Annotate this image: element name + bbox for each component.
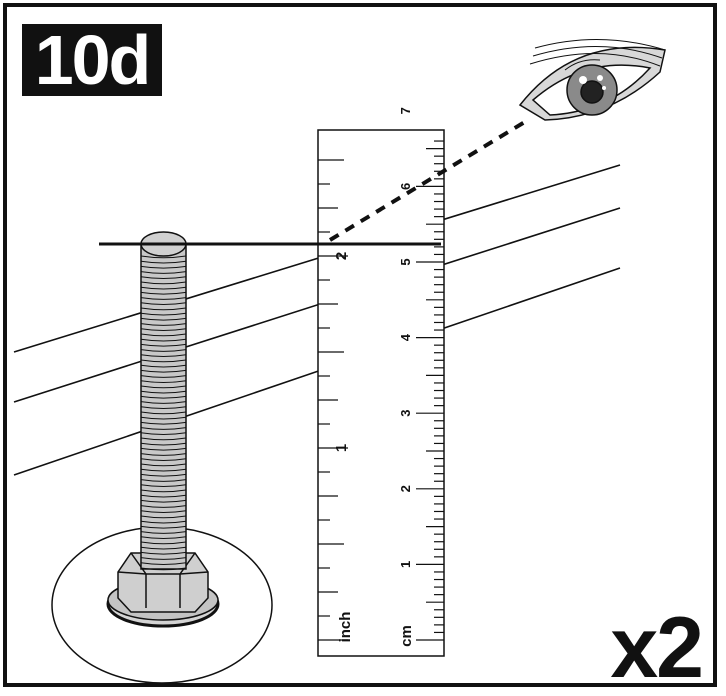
ruler-icon: 1 2 1 2 3 4 5 6 7 inch cm bbox=[317, 107, 445, 657]
bolt-icon bbox=[140, 231, 187, 571]
cm-number: 6 bbox=[398, 183, 413, 190]
eye-icon bbox=[518, 39, 666, 121]
inch-number: 1 bbox=[333, 444, 350, 452]
sight-line bbox=[328, 118, 530, 242]
panel-border bbox=[3, 3, 717, 687]
cm-number: 5 bbox=[398, 258, 413, 265]
cm-number: 3 bbox=[398, 410, 413, 417]
inch-unit-label: inch bbox=[337, 612, 354, 643]
step-label: 10d bbox=[22, 24, 162, 96]
perspective-lines bbox=[13, 164, 621, 476]
cm-number: 4 bbox=[398, 333, 413, 341]
quantity-label: x2 bbox=[610, 600, 704, 696]
cm-number: 7 bbox=[398, 107, 413, 114]
cm-number: 1 bbox=[398, 561, 413, 568]
cm-unit-label: cm bbox=[398, 625, 415, 647]
cm-number: 2 bbox=[398, 485, 413, 492]
inch-number: 2 bbox=[333, 252, 350, 260]
hex-nut-icon bbox=[106, 552, 220, 628]
